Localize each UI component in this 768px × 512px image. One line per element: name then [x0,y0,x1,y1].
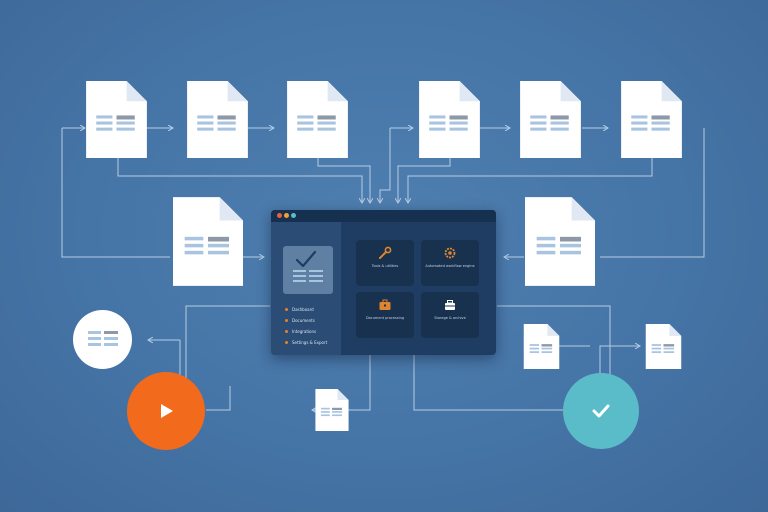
document-icon [621,81,682,158]
tile-processing[interactable]: Document processing [356,292,414,338]
app-window: Dashboard Documents Integrations Setting… [271,210,496,355]
play-icon [161,404,173,418]
tile-storage[interactable]: Storage & archive [421,292,479,338]
tile-label: Tools & utilities [371,264,399,268]
sidebar-item-label: Settings & Export [292,339,328,345]
document-icon [86,81,147,158]
document-icon [419,81,480,158]
play-button[interactable] [127,372,205,450]
briefcase-icon [378,298,392,312]
document-icon [287,81,348,158]
tile-label: Storage & archive [434,316,466,320]
tile-label: Document processing [365,316,405,320]
check-icon [592,404,610,418]
connector [398,158,451,203]
sidebar-nav: Dashboard Documents Integrations Setting… [285,304,327,348]
window-maximize-dot[interactable] [291,213,296,218]
tile-workflow[interactable]: Automated workflow engine [421,240,479,286]
sidebar-item[interactable]: Dashboard [285,304,327,314]
document-lines-icon [87,330,118,346]
check-button[interactable] [563,373,639,449]
sidebar-item[interactable]: Settings & Export [285,337,327,347]
bullet-icon [285,307,288,311]
sidebar-item-label: Dashboard [292,306,314,312]
checked-document-icon [293,250,323,282]
window-minimize-dot[interactable] [284,213,289,218]
archive-icon [443,298,457,312]
document-icon [187,81,248,158]
connector [413,355,563,411]
sidebar-item-label: Documents [292,317,315,323]
connector [599,346,640,375]
wrench-icon [378,246,392,260]
bullet-icon [285,318,288,322]
window-titlebar [271,210,496,222]
tile-label: Automated workflow engine [425,264,475,268]
pager-dots[interactable]: • • • [318,354,333,355]
window-close-dot[interactable] [277,213,282,218]
tile-tools[interactable]: Tools & utilities [356,240,414,286]
document-icon [315,389,349,431]
document-circle [73,310,132,369]
connector [497,305,611,375]
document-icon [173,197,243,286]
connector [185,305,270,386]
bullet-icon [285,340,288,344]
connector [117,158,362,203]
bullet-icon [285,329,288,333]
connector [206,386,231,411]
connector [600,128,705,258]
document-icon [520,81,581,158]
document-icon [525,197,595,286]
connector [317,158,370,203]
connector [380,128,391,203]
gear-icon [443,246,457,260]
sidebar-item[interactable]: Integrations [285,326,327,336]
sidebar-item-label: Integrations [292,328,317,334]
connector [408,158,653,203]
sidebar-item[interactable]: Documents [285,315,327,325]
document-icon [645,324,682,369]
sidebar-document-card[interactable] [283,246,333,294]
window-sidebar: Dashboard Documents Integrations Setting… [271,222,341,355]
connector [61,128,170,258]
document-icon [523,324,560,369]
